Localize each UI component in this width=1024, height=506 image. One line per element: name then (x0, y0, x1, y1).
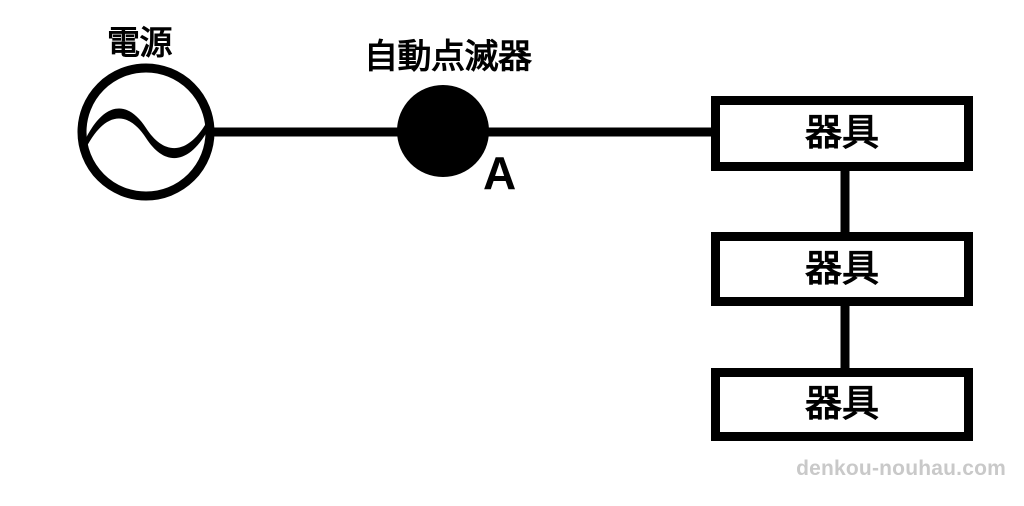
ac-waveform-icon (84, 108, 208, 159)
fixture-box-2 (711, 232, 973, 306)
fixture-label-2: 器具 (805, 248, 879, 289)
automatic-flasher-symbol (397, 85, 489, 177)
fixture-box-3 (711, 368, 973, 441)
power-source-label: 電源 (107, 24, 173, 61)
site-watermark: denkou-nouhau.com (796, 457, 1006, 480)
fixture-box-1 (711, 96, 973, 171)
fixture-label-3: 器具 (805, 383, 879, 424)
fixture-label-1: 器具 (805, 112, 879, 153)
automatic-flasher-mark: A (483, 147, 517, 199)
automatic-flasher-label: 自動点滅器 (364, 38, 532, 76)
